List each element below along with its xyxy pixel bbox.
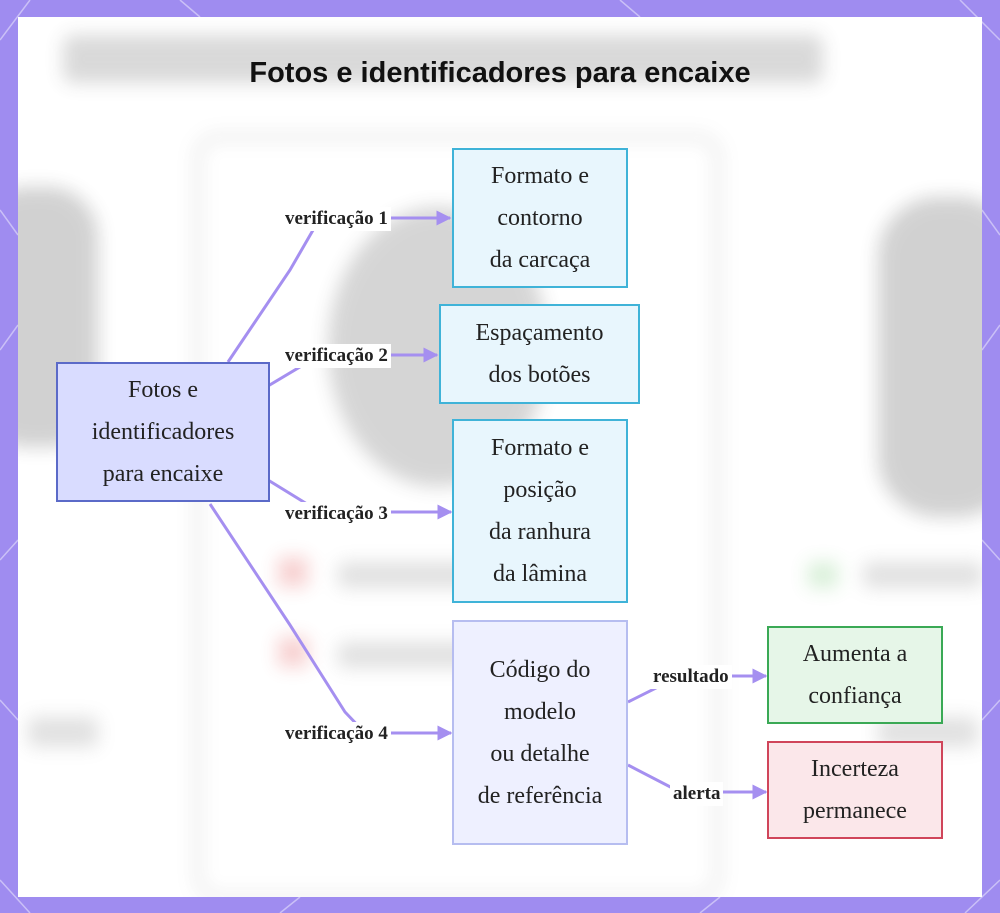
edge-check4	[208, 503, 453, 741]
edge-label-check3: verificação 3	[282, 502, 391, 526]
edge-check1	[226, 210, 452, 363]
edge-label-check2: verificação 2	[282, 344, 391, 368]
node-shape-outline: Formato e contorno da carcaça	[452, 148, 628, 288]
node-button-spacing: Espaçamento dos botões	[439, 304, 640, 404]
edge-label-check1: verificação 1	[282, 207, 391, 231]
edge-label-alert: alerta	[670, 782, 724, 806]
node-blade-slot: Formato e posição da ranhura da lâmina	[452, 419, 628, 603]
edge-label-result: resultado	[650, 665, 732, 689]
node-confidence-increases: Aumenta a confiança	[767, 626, 943, 724]
node-uncertainty-remains: Incerteza permanece	[767, 741, 943, 839]
diagram-title: Fotos e identificadores para encaixe	[249, 57, 751, 89]
node-photos-identifiers: Fotos e identificadores para encaixe	[56, 362, 270, 502]
node-model-code: Código do modelo ou detalhe de referênci…	[452, 620, 628, 845]
edge-label-check4: verificação 4	[282, 722, 391, 746]
